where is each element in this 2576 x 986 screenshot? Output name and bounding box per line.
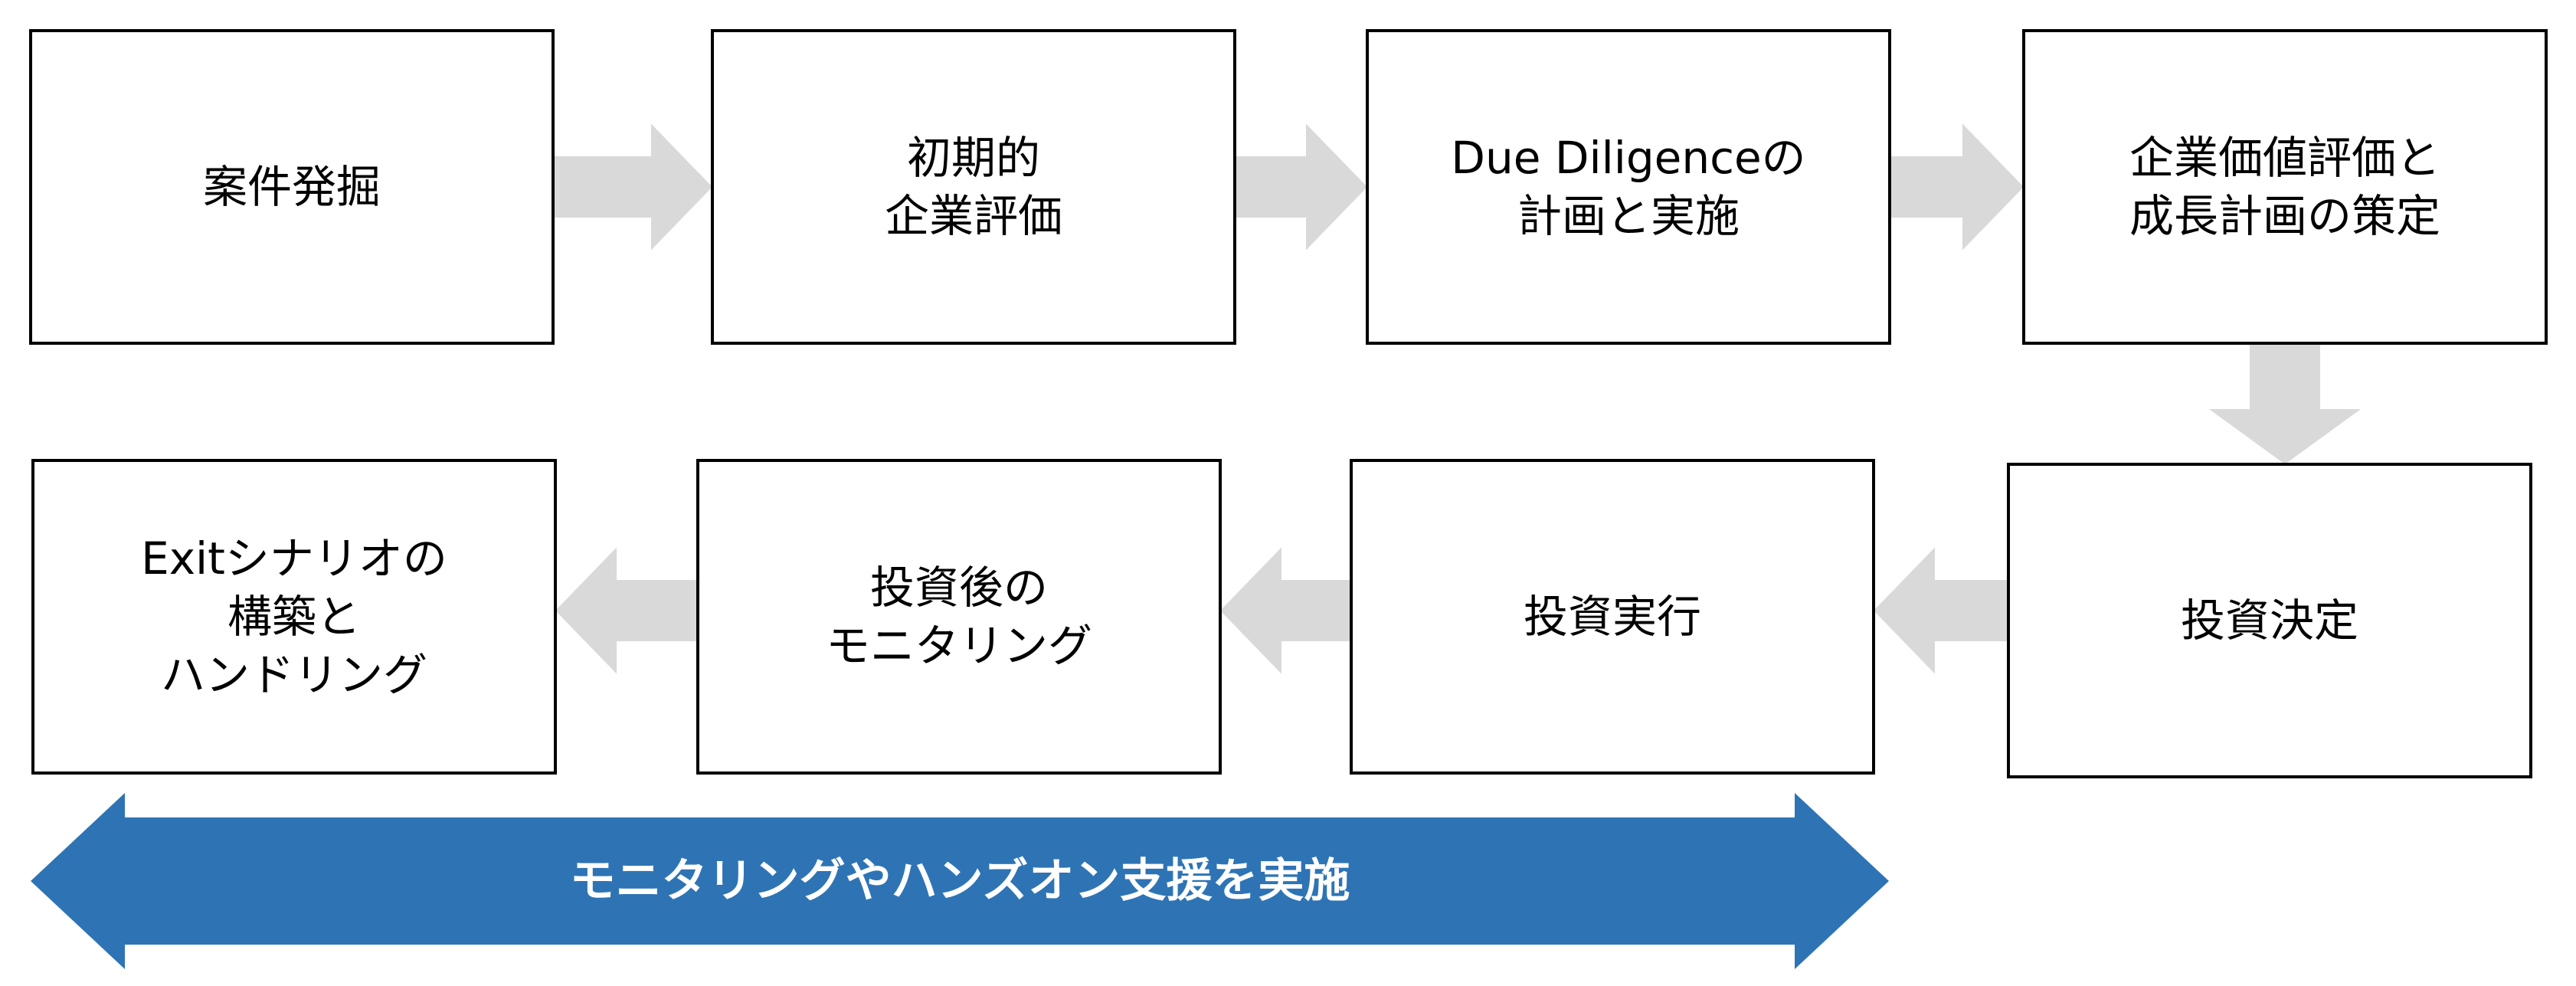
step-label-line: 成長計画の策定 xyxy=(2129,190,2440,242)
step-sourcing: 案件発掘 xyxy=(29,29,555,345)
arrow-6-to-7 xyxy=(1220,547,1351,674)
step-label-line: 構築と xyxy=(227,591,361,643)
step-label-line: モニタリング xyxy=(826,620,1092,672)
step-box xyxy=(1350,459,1875,775)
arrow-1-to-2 xyxy=(553,123,712,251)
step-box xyxy=(31,459,557,775)
arrow-3-to-4 xyxy=(1890,123,2024,251)
arrow-4-to-5 xyxy=(2209,343,2361,464)
step-box xyxy=(29,29,555,345)
step-label-line: 計画と実施 xyxy=(1517,190,1740,242)
step-box xyxy=(2022,29,2548,345)
support-banner: モニタリングやハンズオン支援を実施 xyxy=(31,793,1889,969)
step-box xyxy=(2007,463,2532,778)
arrow-5-to-6 xyxy=(1874,547,2008,674)
banner-label: モニタリングやハンズオン支援を実施 xyxy=(570,854,1350,908)
step-box xyxy=(1366,29,1891,345)
step-label-line: 企業価値評価と xyxy=(2129,132,2440,184)
step-investment-execution: 投資実行 xyxy=(1350,459,1875,775)
arrow-2-to-3 xyxy=(1235,123,1367,251)
step-label-line: Due Diligenceの xyxy=(1451,132,1805,184)
step-label-line: Exitシナリオの xyxy=(141,532,447,585)
step-label-line: 投資実行 xyxy=(1524,591,1701,643)
step-box xyxy=(696,459,1222,775)
double-headed-banner-arrow xyxy=(31,793,1889,969)
step-label-line: 投資決定 xyxy=(2181,595,2358,647)
step-label-line: 企業評価 xyxy=(885,190,1062,242)
arrow-7-to-8 xyxy=(555,547,698,674)
step-investment-decision: 投資決定 xyxy=(2007,463,2532,778)
step-label-line: 案件発掘 xyxy=(203,161,381,213)
step-box xyxy=(711,29,1236,345)
step-label-line: 初期的 xyxy=(907,132,1040,184)
flow-arrows xyxy=(553,123,2361,674)
step-label-line: ハンドリング xyxy=(161,649,427,701)
step-label-line: 投資後の xyxy=(870,562,1048,614)
